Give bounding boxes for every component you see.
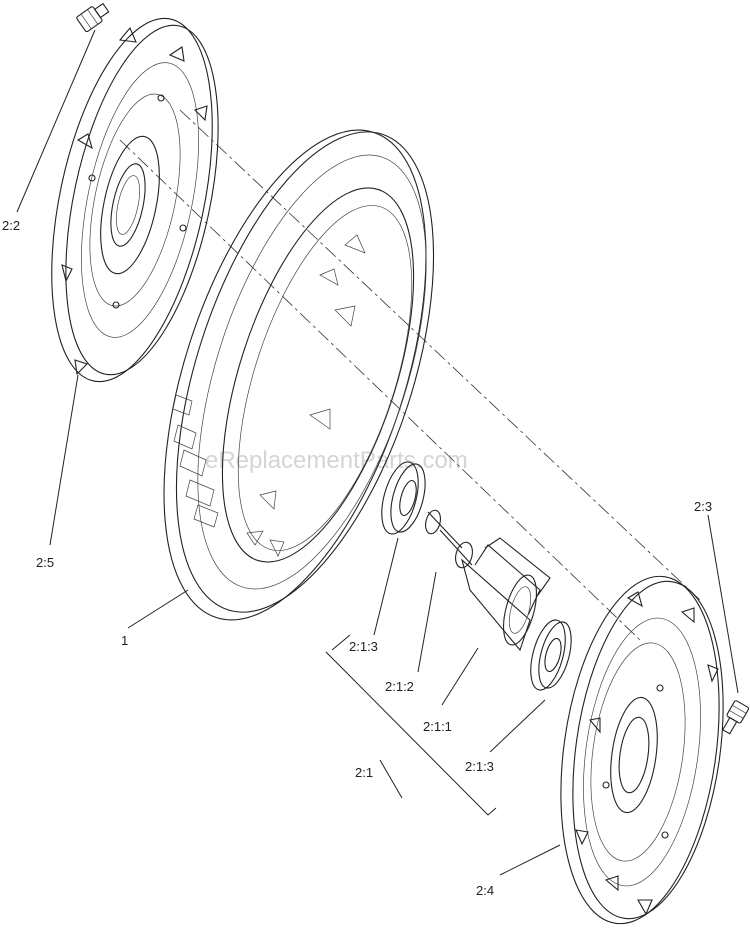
- label-axle-sleeve: 2:1:2: [385, 679, 414, 694]
- hubcap-bolt-right: [722, 700, 750, 735]
- spacer-left: [381, 461, 426, 535]
- leader-lines: [16, 29, 739, 876]
- hubcap-back: [51, 17, 219, 383]
- part-labels: 2:2 2:5 1 2:1:3 2:1:2 2:1:1 2:1:3 2:1 2:…: [2, 218, 712, 898]
- spacer-right: [530, 619, 572, 691]
- label-tire-wheel: 1: [121, 633, 128, 648]
- axle-sleeve: [425, 509, 473, 569]
- hubcap-front: [560, 575, 724, 925]
- label-bearing-hub: 2:1:1: [423, 719, 452, 734]
- bearing-hub: [460, 537, 551, 652]
- label-hubcap-bolt-top: 2:2: [2, 218, 20, 233]
- tire-tread-pattern: [172, 394, 219, 528]
- label-wheel-assembly-kit: 2:1: [355, 765, 373, 780]
- hubcap-bolt-top: [76, 2, 110, 33]
- label-hubcap-bolt-right: 2:3: [694, 499, 712, 514]
- label-spacer-left: 2:1:3: [349, 639, 378, 654]
- tire-wheel: [163, 129, 435, 621]
- label-hubcap-front: 2:4: [476, 883, 494, 898]
- label-spacer-right: 2:1:3: [465, 759, 494, 774]
- watermark: eReplacementParts.com: [205, 447, 468, 474]
- label-hubcap-back: 2:5: [36, 555, 54, 570]
